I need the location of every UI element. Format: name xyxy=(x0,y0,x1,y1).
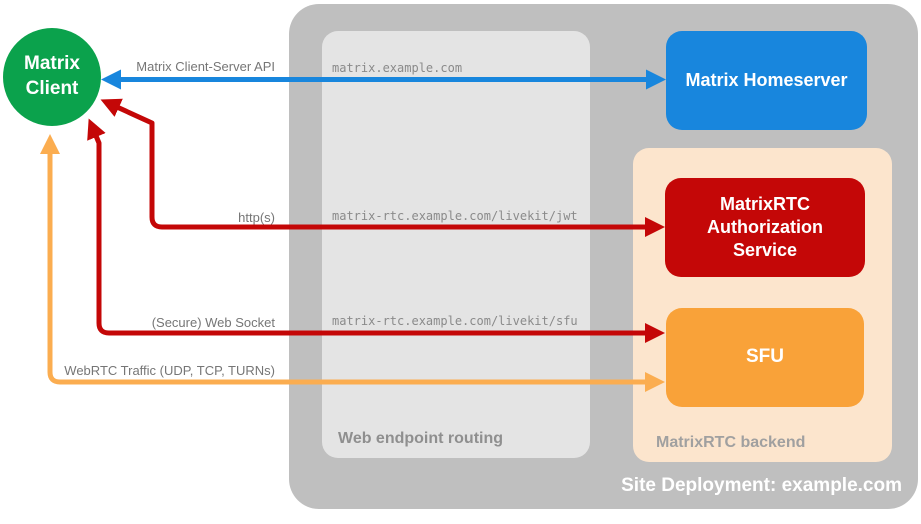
webrtc-traffic-arrow-label: WebRTC Traffic (UDP, TCP, TURNs) xyxy=(64,363,275,378)
web-socket-arrow-label: (Secure) Web Socket xyxy=(151,315,275,330)
matrixrtc-backend-label: MatrixRTC backend xyxy=(656,434,806,451)
matrix-homeserver-node: Matrix Homeserver xyxy=(666,31,867,130)
endpoint-url-homeserver: matrix.example.com xyxy=(332,61,463,75)
https-arrow-label: http(s) xyxy=(238,210,275,225)
matrixrtc-authorization-service-node: MatrixRTC Authorization Service xyxy=(665,178,865,277)
site-deployment-label: Site Deployment: example.com xyxy=(621,475,902,496)
endpoint-url-livekit-sfu: matrix-rtc.example.com/livekit/sfu xyxy=(332,314,578,328)
endpoint-url-livekit-jwt: matrix-rtc.example.com/livekit/jwt xyxy=(332,209,578,223)
matrix-client-node: Matrix Client xyxy=(3,28,101,126)
matrix-client-label-line2: Client xyxy=(25,78,79,99)
web-endpoint-routing-box: Web endpoint routing xyxy=(322,31,590,458)
client-server-api-arrow-label: Matrix Client-Server API xyxy=(136,59,275,74)
matrix-client-label-line1: Matrix xyxy=(24,53,80,75)
sfu-node: SFU xyxy=(666,308,864,407)
web-endpoint-routing-label: Web endpoint routing xyxy=(338,430,504,447)
